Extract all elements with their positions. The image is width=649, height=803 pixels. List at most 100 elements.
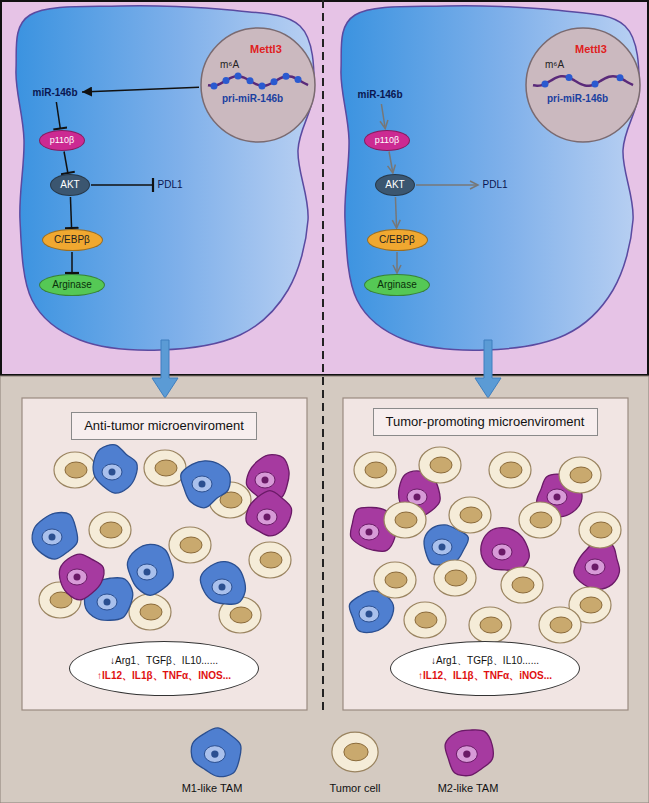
macrophage-nucleus <box>102 464 122 480</box>
macrophage-nucleolus <box>262 477 269 484</box>
node-text: p110β <box>50 135 75 146</box>
molecule-ellipse: p110β <box>39 130 85 151</box>
m2-macrophage <box>445 730 493 776</box>
tumor-cell <box>249 542 291 578</box>
inhibition-line <box>70 197 71 228</box>
molecule-ellipse: AKT <box>375 174 415 196</box>
macrophage-nucleolus <box>219 584 226 591</box>
macrophage-nucleus <box>456 746 477 763</box>
tumor-cell <box>449 497 491 533</box>
node-text: Arginase <box>52 279 91 291</box>
cytokine-oval: ↓Arg1、TGFβ、IL10......↑IL12、IL1β、TNFα、INO… <box>69 641 259 696</box>
m2-macrophage <box>246 491 292 536</box>
macrophage-nucleus <box>67 569 87 585</box>
m1-macrophage <box>181 461 231 508</box>
molecule-label: miR-146b <box>354 87 406 103</box>
macrophage-nucleolus <box>49 534 56 541</box>
activation-arrow <box>389 152 393 174</box>
m1-macrophage <box>200 562 245 605</box>
tumor-nucleus <box>445 570 467 586</box>
nucleus-circle: Mettl3m⁶Apri-miR-146b <box>200 27 316 143</box>
panel-heading-box: Anti-tumor microenviroment <box>71 412 257 440</box>
macrophage-nucleolus <box>554 494 561 501</box>
transcript-label: pri-miR-146b <box>547 93 608 105</box>
macrophage-nucleus <box>359 524 379 540</box>
macrophage-nucleolus <box>109 469 116 476</box>
macrophage-nucleus <box>547 489 567 505</box>
node-text: p110β <box>375 135 400 146</box>
tumor-nucleus <box>570 467 592 483</box>
tumor-nucleus <box>140 604 162 620</box>
molecule-ellipse: AKT <box>50 174 90 196</box>
node-text: AKT <box>385 179 404 191</box>
tumor-cell <box>469 607 511 643</box>
tumor-nucleus <box>500 462 522 478</box>
inhibition-line <box>91 184 153 186</box>
tumor-cell <box>559 457 601 493</box>
macrophage-nucleolus <box>366 611 373 618</box>
tumor-cell <box>501 567 543 603</box>
macrophage-nucleolus <box>264 514 271 521</box>
tumor-cell <box>332 732 378 772</box>
molecule-label: miR-146b <box>29 85 81 101</box>
tumor-nucleus <box>530 512 552 528</box>
macrophage-nucleus <box>255 472 275 488</box>
macrophage-nucleolus <box>199 481 206 488</box>
m1-macrophage <box>32 513 78 560</box>
m6a-dot <box>542 80 549 87</box>
tumor-cell <box>129 594 171 630</box>
inhibition-line <box>56 102 60 129</box>
macrophage-cell <box>341 6 639 350</box>
node-text: C/EBPβ <box>54 234 90 246</box>
tumor-cell <box>169 527 211 563</box>
node-text: miR-146b <box>32 87 77 99</box>
tumor-nucleus <box>365 462 387 478</box>
legend-item: M1-like TAM <box>182 782 243 795</box>
tumor-nucleus <box>512 577 534 593</box>
molecule-ellipse: Arginase <box>39 274 105 296</box>
legend-item: Tumor cell <box>330 782 381 795</box>
node-text: ↑IL12、IL1β、TNFα、iNOS... <box>418 668 552 683</box>
microenvironment-panel <box>343 398 628 710</box>
m1-macrophage <box>127 544 173 595</box>
tumor-nucleus <box>460 507 482 523</box>
transcript-label: pri-miR-146b <box>222 93 283 105</box>
tumor-cell <box>374 562 416 598</box>
macrophage-nucleolus <box>211 750 218 757</box>
m6a-dot <box>223 77 230 84</box>
macrophage-nucleus <box>585 559 605 575</box>
tumor-nucleus <box>65 462 87 478</box>
macrophage-nucleus <box>42 529 62 545</box>
macrophage-nucleus <box>432 539 452 555</box>
m1-macrophage <box>93 445 137 494</box>
top-panel <box>1 1 648 375</box>
node-text: Anti-tumor microenviroment <box>84 418 244 434</box>
tumor-cell <box>519 502 561 538</box>
macrophage-nucleus <box>257 509 277 525</box>
tumor-nucleus <box>260 552 282 568</box>
tumor-nucleus <box>385 572 407 588</box>
macrophage-nucleus <box>204 746 225 763</box>
macrophage-nucleolus <box>414 494 421 501</box>
molecule-ellipse: C/EBPβ <box>42 229 103 251</box>
node-text: Tumor-promoting microenviroment <box>386 414 585 430</box>
macrophage-nucleus <box>492 544 512 560</box>
macrophage-nucleolus <box>366 529 373 536</box>
macrophage-nucleolus <box>592 564 599 571</box>
macrophage-cell <box>16 6 314 350</box>
m2-macrophage <box>59 554 104 600</box>
macrophage-nucleolus <box>144 569 151 576</box>
m6a-dot <box>271 78 278 85</box>
node-text: ↑IL12、IL1β、TNFα、INOS... <box>97 668 231 683</box>
activation-arrow <box>381 104 385 129</box>
molecule-ellipse: Arginase <box>364 274 430 296</box>
bottom-panel <box>0 376 649 803</box>
m6a-dot <box>617 74 624 81</box>
tumor-nucleus <box>550 617 572 633</box>
modification-label: m⁶A <box>220 59 239 71</box>
m1-macrophage <box>191 728 241 777</box>
tumor-cell <box>54 452 96 488</box>
m6a-dot <box>283 73 290 80</box>
macrophage-nucleus <box>192 476 212 492</box>
